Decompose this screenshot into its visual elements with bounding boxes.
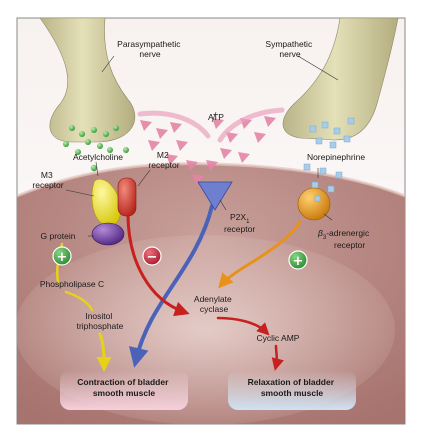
- contraction-label: Contraction of bladder smooth muscle: [77, 377, 171, 398]
- atp-release-streak-right: [217, 107, 285, 143]
- parasympathetic-nerve-label: Parasympathetic nerve: [117, 39, 183, 59]
- camp-relaxation-arrow: [271, 344, 284, 371]
- contraction-label-line2: smooth muscle: [93, 388, 156, 398]
- relaxation-highlight: [228, 370, 356, 410]
- p2x-label-subscript: 1: [246, 219, 250, 225]
- atp-release-streak-left: [137, 110, 211, 139]
- parasympathetic-label-line1: Parasympathetic: [117, 39, 181, 49]
- p2x1-receptor: [197, 181, 233, 211]
- leader-lines: [65, 55, 339, 237]
- beta3-label-subscript: 3: [323, 235, 327, 241]
- gprotein-stimulation-sign: +: [52, 246, 72, 266]
- relaxation-label-line2: smooth muscle: [261, 388, 324, 398]
- cyclic-amp-label: Cyclic AMP: [257, 333, 300, 343]
- contraction-label-line1: Contraction of bladder: [77, 377, 169, 387]
- ip3-contraction-arrow: [96, 332, 112, 372]
- beta3-activation-arrow: [218, 220, 302, 289]
- m2-receptor-label: M2 receptor: [148, 150, 179, 170]
- m3-receptor-label: M3 receptor: [32, 170, 63, 190]
- m2-label-line2: receptor: [148, 160, 179, 170]
- norepinephrine-bound: [314, 195, 321, 202]
- m2-label-line1: M2: [157, 150, 169, 160]
- beta3-label-adrenergic: -adrenergic: [326, 228, 370, 238]
- atp-molecules: [140, 116, 276, 185]
- m3-label-line2: receptor: [32, 180, 63, 190]
- norepinephrine-molecules: [303, 117, 355, 193]
- gprotein-plus-text: +: [57, 250, 68, 265]
- cyclase-label-line2: cyclase: [200, 304, 229, 314]
- relaxation-label-line1: Relaxation of bladder: [248, 377, 335, 387]
- m3-receptor: [91, 178, 121, 226]
- beta3-plus-text: +: [293, 254, 304, 269]
- p2x-contraction-arrow: [128, 204, 214, 368]
- p2x-label-line2: receptor: [224, 224, 255, 234]
- contraction-highlight: [60, 370, 188, 410]
- g-protein: [91, 222, 125, 246]
- m2-minus-text: −: [147, 250, 158, 265]
- atp-label: ATP: [208, 112, 224, 122]
- sympathetic-nerve-terminal: [282, 17, 399, 141]
- cyclase-label-line1: Adenylate: [194, 294, 232, 304]
- m2-inhibition-arrow: [126, 212, 190, 317]
- beta3-receptor-label: β3-adrenergic receptor: [317, 228, 372, 250]
- beta3-stimulation-sign: +: [288, 250, 308, 270]
- p2x-label-main: P2X: [230, 212, 246, 222]
- beta3-label-beta: β: [317, 228, 323, 238]
- inositol-triphosphate-label: Inositol triphosphate: [77, 311, 124, 331]
- cyclase-camp-arrow: [216, 316, 270, 336]
- ip3-label-line1: Inositol: [85, 311, 112, 321]
- sympathetic-nerve-label: Sympathetic nerve: [265, 39, 314, 59]
- parasympathetic-label-line2: nerve: [139, 49, 161, 59]
- beta3-adrenergic-receptor: [297, 187, 331, 221]
- sympathetic-label-line1: Sympathetic: [265, 39, 313, 49]
- m2-receptor: [117, 177, 137, 217]
- beta3-label-line2: receptor: [334, 240, 365, 250]
- plc-ip3-line: [64, 290, 94, 312]
- m2-inhibition-sign: −: [142, 246, 162, 266]
- m3-label-line1: M3: [41, 170, 53, 180]
- sympathetic-label-line2: nerve: [279, 49, 301, 59]
- acetylcholine-label: Acetylcholine: [73, 152, 123, 162]
- norepinephrine-label: Norepinephrine: [307, 152, 365, 162]
- adenylate-cyclase-label: Adenylate cyclase: [194, 294, 234, 314]
- g-protein-label: G protein: [41, 231, 76, 241]
- p2x1-receptor-label: P2X1 receptor: [224, 212, 255, 234]
- relaxation-label: Relaxation of bladder smooth muscle: [248, 377, 337, 398]
- ip3-label-line2: triphosphate: [77, 321, 124, 331]
- phospholipase-c-label: Phospholipase C: [40, 279, 104, 289]
- acetylcholine-molecules: [63, 125, 129, 188]
